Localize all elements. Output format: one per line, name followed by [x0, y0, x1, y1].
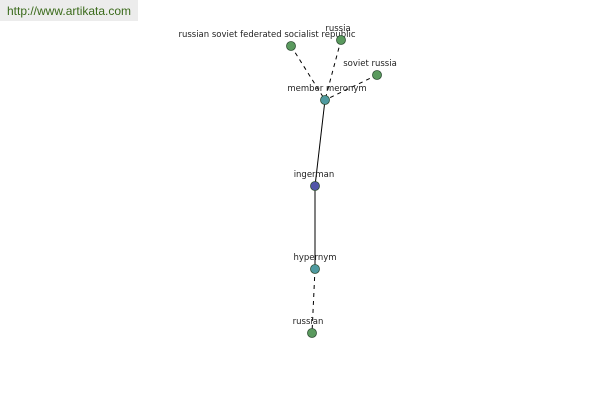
node-dot-russia[interactable] — [336, 35, 346, 45]
node-label-russian: russian — [293, 317, 324, 327]
node-russia[interactable]: russia — [325, 24, 351, 45]
node-russian[interactable]: russian — [293, 317, 324, 338]
node-dot-russian-soviet-federated-socialist-republic[interactable] — [286, 41, 296, 51]
edge-soviet-russia-to-member-meronym — [324, 74, 378, 101]
nodes-layer: russian soviet federated socialist repub… — [178, 24, 397, 338]
node-label-russia: russia — [325, 24, 350, 34]
site-url-link[interactable]: http://www.artikata.com — [7, 4, 132, 18]
node-dot-soviet-russia[interactable] — [372, 70, 382, 80]
node-dot-member-meronym[interactable] — [320, 95, 330, 105]
node-dot-russian[interactable] — [307, 328, 317, 338]
node-member-meronym[interactable]: member meronym — [287, 84, 367, 105]
node-hypernym[interactable]: hypernym — [293, 253, 337, 274]
node-russian-soviet-federated-socialist-republic[interactable]: russian soviet federated socialist repub… — [178, 30, 356, 51]
node-soviet-russia[interactable]: soviet russia — [343, 59, 397, 80]
node-label-russian-soviet-federated-socialist-republic: russian soviet federated socialist repub… — [178, 30, 355, 40]
node-label-ingerman: ingerman — [294, 170, 335, 180]
node-ingerman[interactable]: ingerman — [294, 170, 335, 191]
node-label-soviet-russia: soviet russia — [343, 59, 397, 69]
node-label-hypernym: hypernym — [293, 253, 336, 263]
edge-russia-to-member-meronym — [324, 39, 342, 101]
node-dot-ingerman[interactable] — [310, 181, 320, 191]
edges-layer — [290, 39, 378, 334]
node-dot-hypernym[interactable] — [310, 264, 320, 274]
node-label-member-meronym: member meronym — [287, 84, 366, 94]
site-url-banner: http://www.artikata.com — [0, 0, 138, 21]
edge-russian-soviet-federated-socialist-republic-to-member-meronym — [290, 45, 326, 101]
edge-hypernym-to-russian — [311, 268, 316, 334]
edge-member-meronym-to-ingerman — [314, 99, 326, 187]
